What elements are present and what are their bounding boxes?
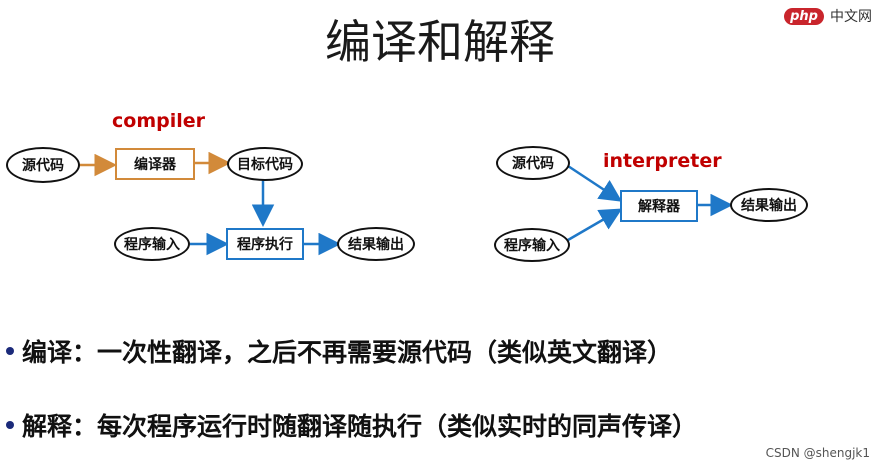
bullet-dot-icon	[6, 421, 14, 429]
compiler-source-node: 源代码	[6, 147, 80, 183]
bullet-compile: 编译：一次性翻译，之后不再需要源代码（类似英文翻译）	[6, 333, 672, 369]
interpreter-input-node: 程序输入	[494, 228, 570, 262]
compiler-input-node: 程序输入	[114, 227, 190, 261]
compiler-tag: compiler	[112, 110, 205, 132]
site-name: 中文网	[830, 9, 872, 25]
arrow-source-to-interpreter	[567, 164, 623, 202]
bullet-dot-icon	[6, 347, 14, 355]
site-watermark: php 中文网	[784, 6, 872, 26]
php-logo: php	[784, 7, 824, 25]
page-title: 编译和解释	[325, 15, 555, 69]
interpreter-tag: interpreter	[603, 150, 722, 172]
interpreter-box: 解释器	[620, 190, 698, 222]
compiler-output-node: 结果输出	[337, 227, 415, 261]
compiler-exec-box: 程序执行	[226, 228, 304, 260]
compiler-target-node: 目标代码	[227, 147, 303, 181]
compiler-box: 编译器	[115, 148, 195, 180]
interpreter-output-node: 结果输出	[730, 188, 808, 222]
bullet-interpret: 解释：每次程序运行时随翻译随执行（类似实时的同声传译）	[6, 407, 697, 443]
arrow-input-to-interpreter	[567, 208, 623, 242]
credit-watermark: CSDN @shengjk1	[765, 446, 870, 460]
bullet-compile-text: 编译：一次性翻译，之后不再需要源代码（类似英文翻译）	[22, 338, 673, 367]
bullet-interpret-text: 解释：每次程序运行时随翻译随执行（类似实时的同声传译）	[22, 412, 698, 441]
interpreter-source-node: 源代码	[496, 146, 570, 180]
